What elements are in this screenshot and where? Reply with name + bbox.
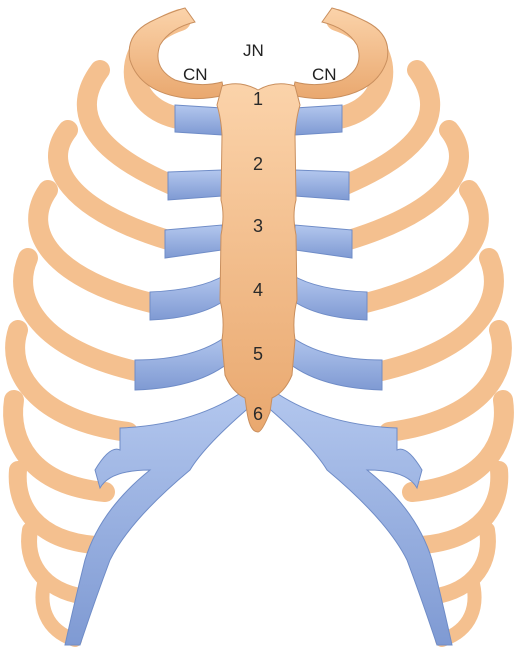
left-cartilage-1 — [175, 105, 222, 135]
right-cartilage-2 — [295, 170, 349, 200]
left-cartilage-2 — [168, 170, 222, 200]
right-cartilage-5 — [285, 335, 382, 390]
sternum-number-1: 1 — [253, 89, 263, 109]
sternum-number-4: 4 — [253, 280, 263, 300]
sternum-number-2: 2 — [253, 154, 263, 174]
left-cartilage-5 — [135, 335, 232, 390]
jugular-notch-label: JN — [243, 41, 264, 60]
left-clavicular-notch-label: CN — [183, 65, 208, 84]
right-clavicular-notch-label: CN — [312, 65, 337, 84]
right-cartilage-1 — [295, 105, 342, 135]
sternum-number-3: 3 — [253, 216, 263, 236]
right-cartilage-3 — [295, 225, 352, 258]
left-cartilage-4 — [150, 275, 225, 320]
left-cartilage-3 — [165, 225, 222, 258]
sternum — [217, 84, 300, 432]
right-cartilage-4 — [292, 275, 367, 320]
sternum-number-5: 5 — [253, 344, 263, 364]
sternum-number-6: 6 — [253, 404, 263, 424]
